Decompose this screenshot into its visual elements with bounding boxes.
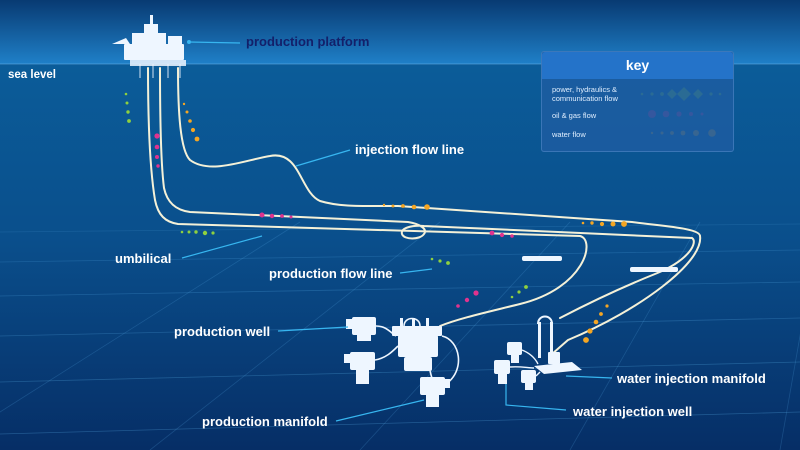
key-item-power-line2: communication flow bbox=[552, 94, 618, 103]
label-sea-level: sea level bbox=[8, 69, 56, 81]
production-platform-graphic bbox=[112, 15, 186, 66]
pipe-junctions bbox=[522, 256, 678, 272]
flow-dots-water bbox=[182, 102, 627, 343]
water-injection-riser bbox=[537, 315, 553, 325]
key-header: key bbox=[542, 52, 733, 79]
water-injection-links bbox=[509, 349, 541, 377]
key-panel: key power, hydraulics & communication fl… bbox=[541, 51, 734, 152]
water-injection-well-graphic-1 bbox=[494, 360, 510, 384]
label-water-injection-well: water injection well bbox=[573, 404, 693, 419]
label-production-manifold: production manifold bbox=[202, 414, 328, 429]
label-production-platform: production platform bbox=[246, 34, 370, 49]
water-injection-well-graphic-2 bbox=[507, 342, 522, 363]
water-injection-manifold-graphic bbox=[534, 322, 582, 374]
flow-dots-power bbox=[124, 92, 528, 299]
label-production-flow-line: production flow line bbox=[269, 266, 393, 281]
key-item-water-label: water flow bbox=[552, 130, 586, 139]
label-umbilical: umbilical bbox=[115, 251, 172, 266]
key-item-oil-gas-label: oil & gas flow bbox=[552, 111, 597, 120]
production-manifold-graphic bbox=[392, 318, 442, 371]
platform-pointer-dot bbox=[187, 40, 191, 44]
key-item-power-line1: power, hydraulics & bbox=[552, 85, 618, 94]
platform-legs bbox=[139, 64, 181, 78]
key-item-power-label: power, hydraulics & communication flow bbox=[552, 85, 618, 103]
flow-dots-oil-gas bbox=[154, 133, 514, 308]
label-pointers bbox=[181, 41, 613, 422]
label-production-well: production well bbox=[174, 324, 271, 339]
production-well-graphic-2 bbox=[344, 352, 375, 384]
water-injection-well-graphic-3 bbox=[521, 370, 536, 390]
key-title: key bbox=[625, 57, 650, 73]
label-water-injection-manifold: water injection manifold bbox=[617, 371, 766, 386]
production-well-graphic-1 bbox=[346, 317, 376, 341]
pipes bbox=[147, 67, 702, 355]
production-well-links bbox=[374, 317, 460, 385]
label-injection-flow-line: injection flow line bbox=[355, 142, 465, 157]
